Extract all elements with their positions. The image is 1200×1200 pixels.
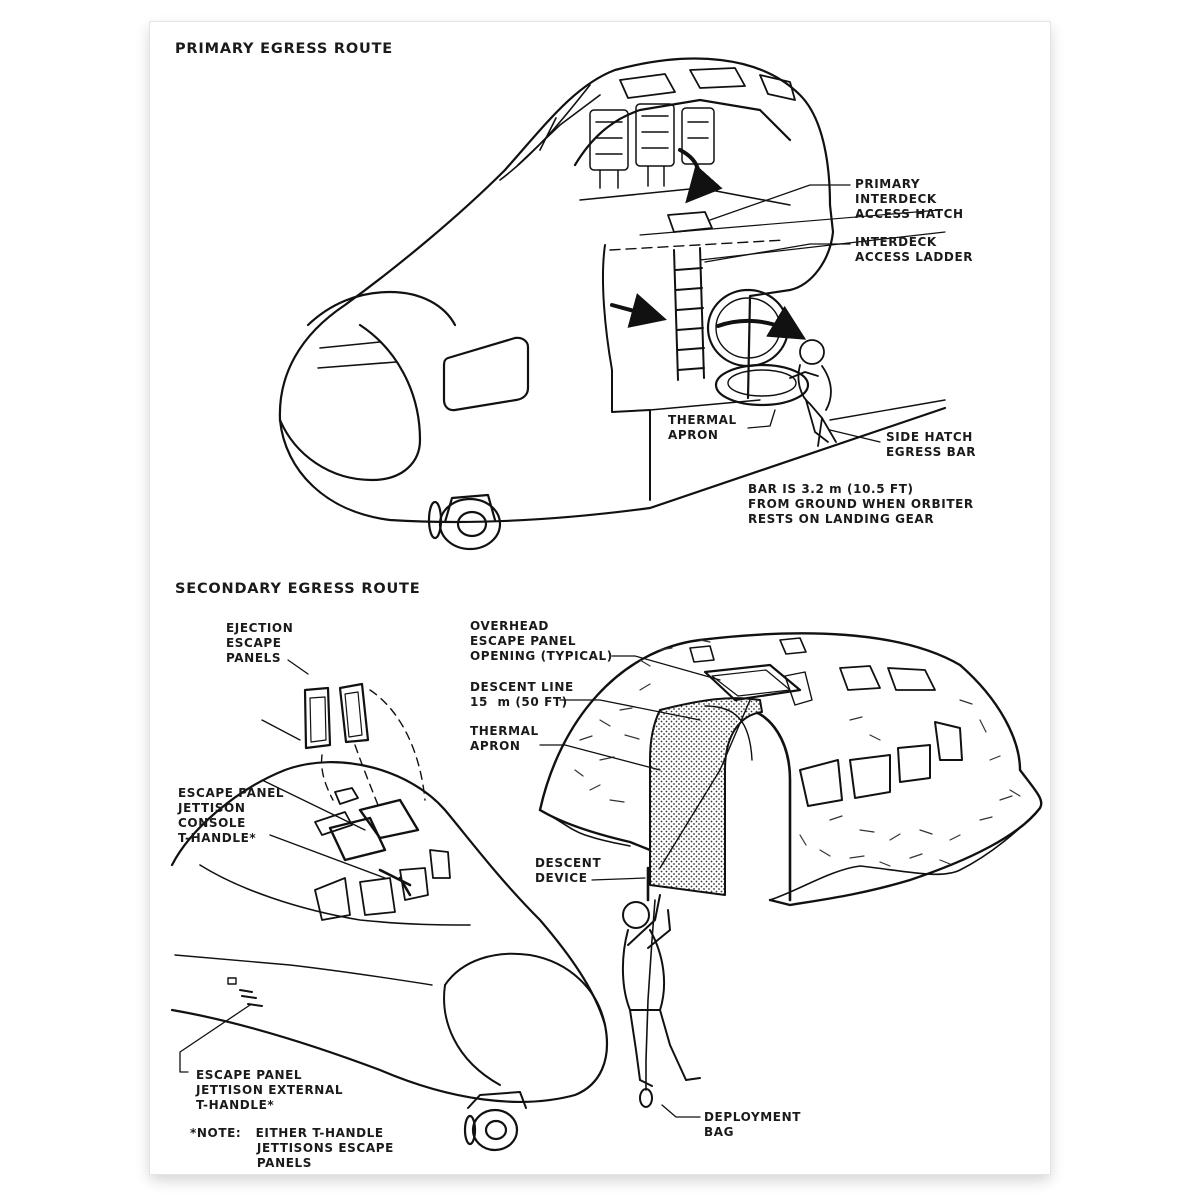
thermal-apron-label-2: THERMAL APRON (470, 724, 539, 753)
thermal-apron-label-1: THERMAL APRON (668, 413, 737, 442)
crew-cabin-illustration (538, 632, 1043, 1118)
primary-hatch-label: PRIMARY INTERDECK ACCESS HATCH (855, 177, 964, 221)
diagram-sheet (150, 22, 1050, 1174)
descending-astronaut (621, 866, 701, 1108)
descent-line-label: DESCENT LINE 15 m (50 FT) (470, 680, 574, 709)
secondary-orbiter-illustration (170, 659, 609, 1152)
ejection-panels-label: EJECTION ESCAPE PANELS (226, 621, 294, 665)
external-t-handle-label: ESCAPE PANEL JETTISON EXTERNAL T-HANDLE* (196, 1068, 344, 1112)
ladder-label: INTERDECK ACCESS LADDER (855, 235, 974, 264)
secondary-egress-title: SECONDARY EGRESS ROUTE (175, 581, 421, 597)
descent-device-label: DESCENT DEVICE (535, 856, 602, 885)
t-handle-note: *NOTE: EITHER T-HANDLE JETTISONS ESCAPE … (190, 1126, 394, 1170)
console-t-handle-label: ESCAPE PANEL JETTISON CONSOLE T-HANDLE* (178, 786, 285, 845)
side-hatch-bar-label: SIDE HATCH EGRESS BAR (886, 430, 977, 459)
primary-egress-title: PRIMARY EGRESS ROUTE (175, 41, 393, 57)
deployment-bag-label: DEPLOYMENT BAG (704, 1110, 802, 1139)
bar-height-note: BAR IS 3.2 m (10.5 FT) FROM GROUND WHEN … (748, 482, 974, 526)
overhead-panel-label: OVERHEAD ESCAPE PANEL OPENING (TYPICAL) (470, 619, 613, 663)
primary-orbiter-illustration (278, 57, 947, 551)
